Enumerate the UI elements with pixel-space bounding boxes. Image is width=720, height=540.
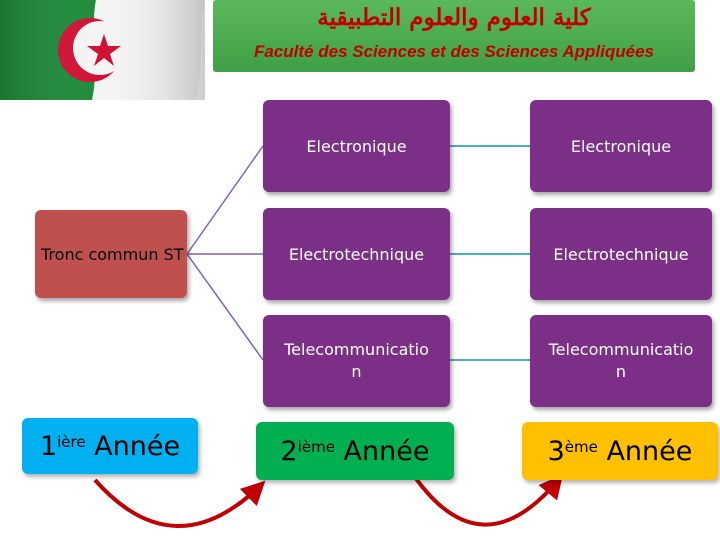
year-suffix: ème [564,438,598,456]
option-y2-telecommunication: Telecommunicatio n [263,315,450,407]
connector-tronc-electronique [186,145,264,255]
year-number: 2 [280,435,298,467]
option-label: Electronique [306,136,407,156]
arrow-year2-to-year3 [408,468,564,527]
year-word: Année [334,435,430,467]
algeria-flag-image [0,0,205,100]
option-y3-electronique: Electronique [530,100,712,192]
connector-tronc-telecom [186,253,264,361]
year-suffix: ière [57,433,86,451]
faculty-header: كلية العلوم والعلوم التطبيقية Faculté de… [213,0,695,72]
year-word: Année [85,430,181,462]
option-y3-telecommunication: Telecommunicatio n [530,315,712,407]
year-word: Année [597,435,693,467]
tronc-commun-label: Tronc commun ST [41,244,184,264]
option-label: Electrotechnique [553,244,689,264]
year-number: 1 [39,430,58,462]
year-suffix: ième [297,438,335,456]
option-y2-electrotechnique: Electrotechnique [263,208,450,300]
arrow-year1-to-year2 [93,478,266,528]
faculty-name-french: Faculté des Sciences et des Sciences App… [254,42,654,61]
option-y2-electronique: Electronique [263,100,450,192]
option-label: Telecommunicatio n [284,340,429,381]
faculty-name-arabic: كلية العلوم والعلوم التطبيقية [317,4,591,31]
option-label: Electrotechnique [288,244,425,264]
option-label: Telecommunicatio n [548,340,694,381]
year-number: 3 [547,435,565,467]
tronc-commun-node: Tronc commun ST [35,210,187,298]
option-label: Electronique [570,136,672,156]
option-y3-electrotechnique: Electrotechnique [530,208,712,300]
